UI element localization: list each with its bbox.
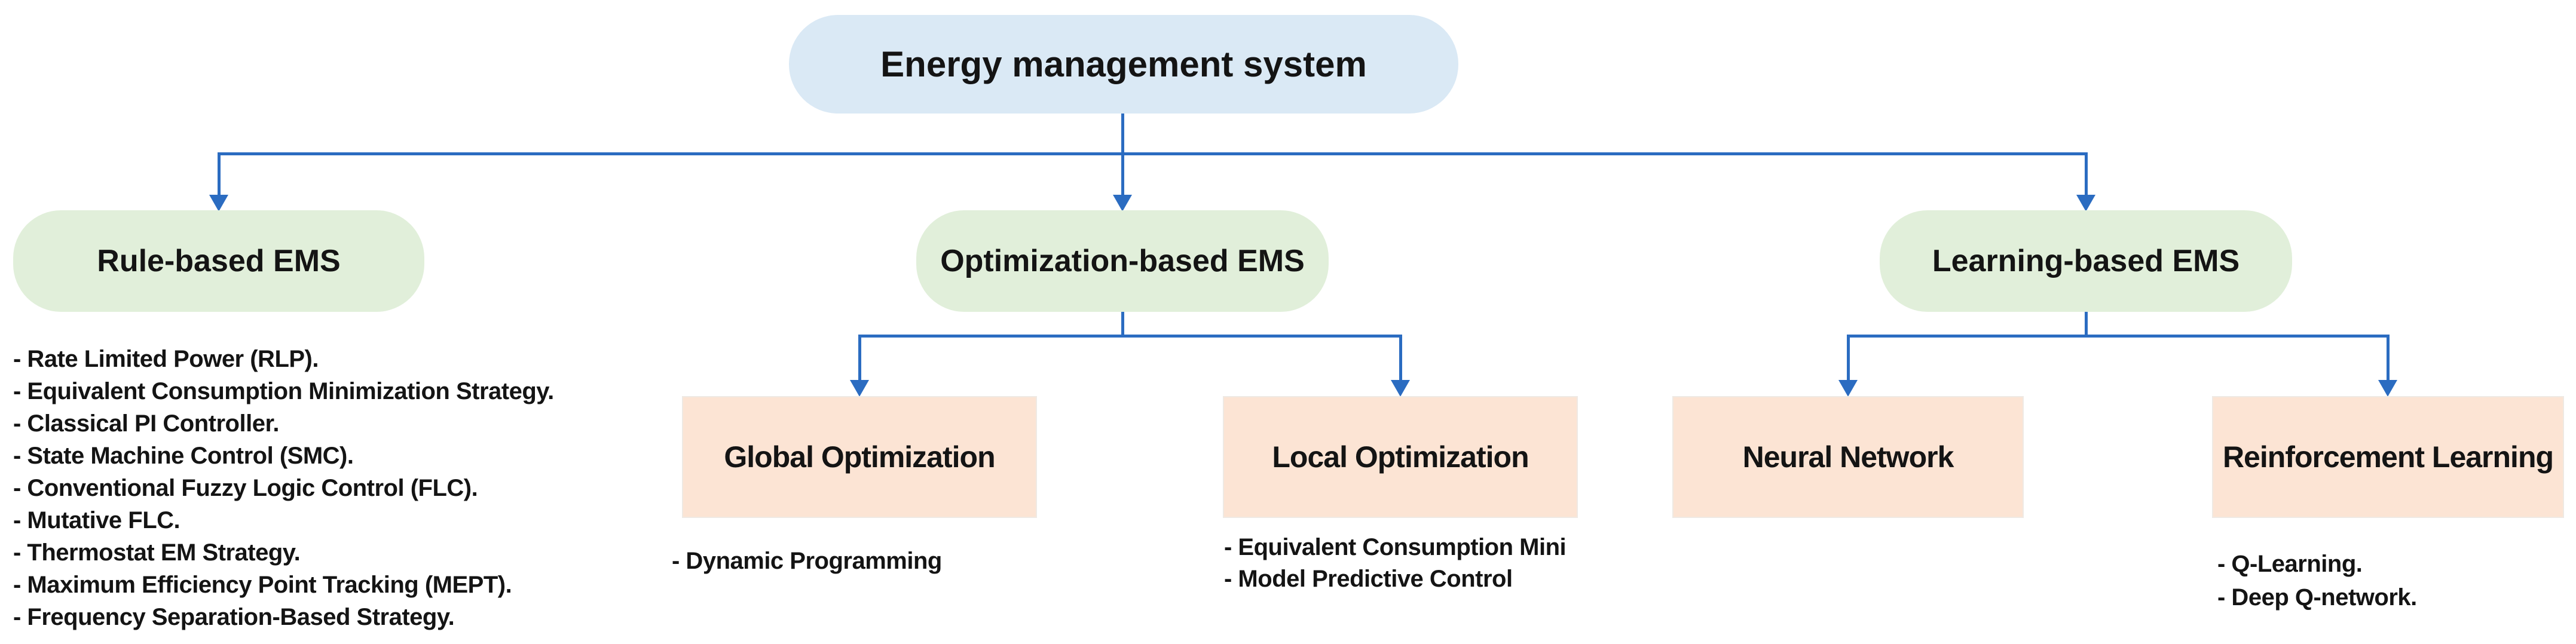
global-optimization-label: Global Optimization xyxy=(724,440,995,474)
rule-based-methods-list: - Rate Limited Power (RLP). - Equivalent… xyxy=(13,343,554,633)
connector-drop-rule-based xyxy=(218,152,221,197)
list-item: - Mutative FLC. xyxy=(13,507,180,533)
connector-drop-reinforcement xyxy=(2387,335,2390,381)
list-item: - Equivalent Consumption Mini xyxy=(1224,534,1567,560)
node-local-optimization: Local Optimization xyxy=(1223,396,1578,518)
list-item: - Q-Learning. xyxy=(2217,551,2363,577)
local-optimization-label: Local Optimization xyxy=(1272,440,1529,474)
connector-drop-learning xyxy=(2085,152,2088,197)
connector-optimization-bus xyxy=(858,335,1402,338)
node-learning-based-ems: Learning-based EMS xyxy=(1880,210,2292,312)
reinforcement-learning-methods-list: - Q-Learning. - Deep Q-network. xyxy=(2217,547,2417,614)
arrow-to-local-icon xyxy=(1391,380,1410,397)
connector-drop-local xyxy=(1399,335,1402,381)
list-item: - Frequency Separation-Based Strategy. xyxy=(13,604,455,630)
node-optimization-based-ems: Optimization-based EMS xyxy=(916,210,1329,312)
list-item: - Maximum Efficiency Point Tracking (MEP… xyxy=(13,572,512,598)
list-item: - Thermostat EM Strategy. xyxy=(13,539,301,566)
node-energy-management-system: Energy management system xyxy=(789,15,1458,114)
connector-learning-bus xyxy=(1847,335,2390,338)
arrow-to-neural-icon xyxy=(1838,380,1858,397)
list-item: - Conventional Fuzzy Logic Control (FLC)… xyxy=(13,475,478,501)
connector-learning-trunk xyxy=(2085,312,2088,337)
node-reinforcement-learning: Reinforcement Learning xyxy=(2212,396,2564,518)
arrow-to-reinforcement-icon xyxy=(2378,380,2397,397)
connector-optimization-trunk xyxy=(1121,312,1124,337)
node-neural-network: Neural Network xyxy=(1672,396,2024,518)
node-global-optimization: Global Optimization xyxy=(682,396,1037,518)
list-item: - Equivalent Consumption Minimization St… xyxy=(13,378,554,404)
rule-based-node-label: Rule-based EMS xyxy=(97,244,341,278)
root-node-label: Energy management system xyxy=(880,44,1367,84)
reinforcement-learning-label: Reinforcement Learning xyxy=(2222,440,2554,474)
learning-node-label: Learning-based EMS xyxy=(1932,244,2240,278)
optimization-node-label: Optimization-based EMS xyxy=(940,244,1305,278)
connector-root-trunk xyxy=(1121,114,1124,197)
local-optimization-methods-list: - Equivalent Consumption Mini - Model Pr… xyxy=(1224,532,1567,595)
connector-drop-neural xyxy=(1847,335,1850,381)
arrow-to-optimization-icon xyxy=(1113,195,1132,211)
list-item: - Dynamic Programming xyxy=(672,548,942,574)
list-item: - State Machine Control (SMC). xyxy=(13,443,354,469)
list-item: - Rate Limited Power (RLP). xyxy=(13,346,319,372)
list-item: - Classical PI Controller. xyxy=(13,410,279,437)
list-item: - Deep Q-network. xyxy=(2217,584,2417,611)
global-optimization-methods-list: - Dynamic Programming xyxy=(672,545,942,577)
connector-level1-bus xyxy=(218,152,2087,155)
list-item: - Model Predictive Control xyxy=(1224,566,1513,592)
arrow-to-global-icon xyxy=(850,380,869,397)
connector-drop-global xyxy=(858,335,861,381)
arrow-to-learning-icon xyxy=(2076,195,2095,211)
neural-network-label: Neural Network xyxy=(1742,440,1954,474)
node-rule-based-ems: Rule-based EMS xyxy=(13,210,424,312)
arrow-to-rule-based-icon xyxy=(209,195,228,211)
